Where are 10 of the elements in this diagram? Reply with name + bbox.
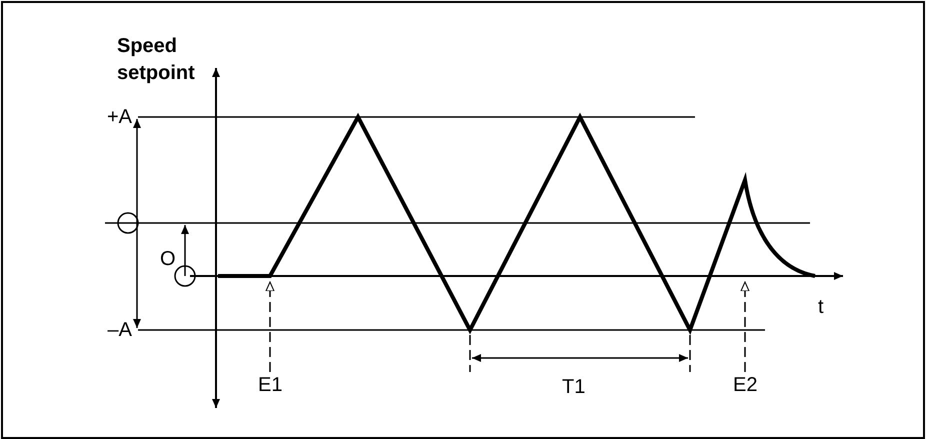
event-marker-arrow: [740, 282, 750, 372]
axis-tick-label: –A: [106, 319, 132, 341]
event-marker-arrow: [266, 282, 274, 372]
axis-label: Speed setpoint: [117, 34, 196, 86]
axis-tick-label: O: [160, 248, 176, 270]
dimension-label: T1: [562, 376, 586, 398]
axis-label: t: [818, 296, 824, 318]
axis-tick-label: +A: [106, 106, 132, 128]
event-label: E1: [258, 374, 282, 396]
event-label: E2: [733, 374, 758, 396]
